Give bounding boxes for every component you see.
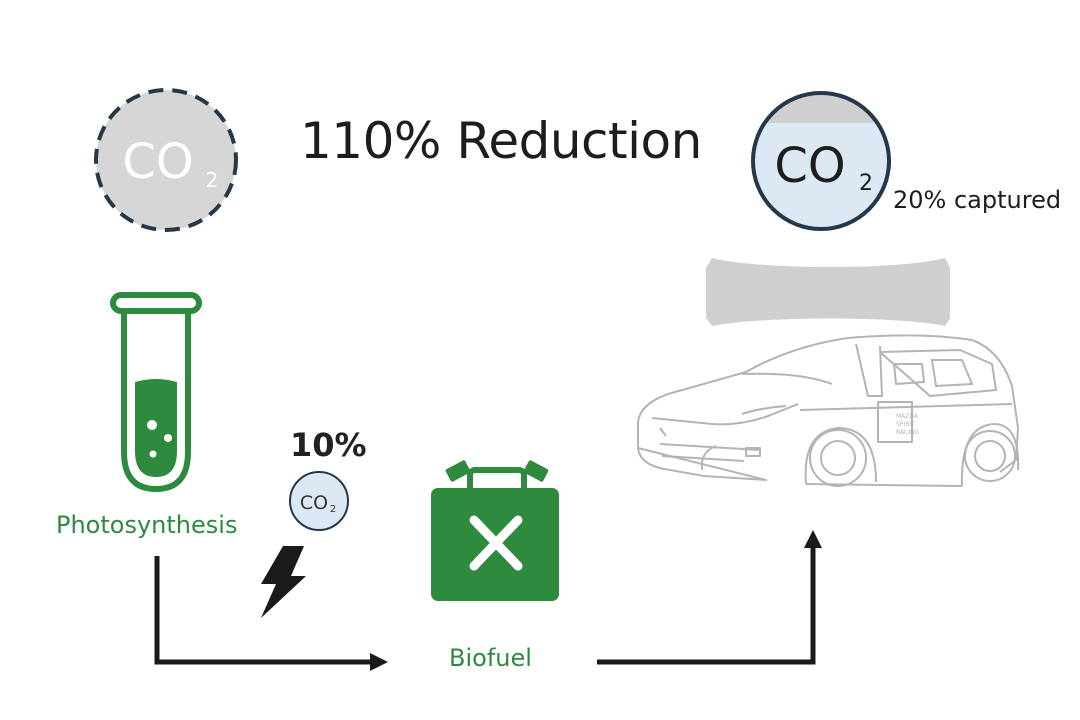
co2-captured-circle-icon: CO 2 [751,91,891,231]
captured-label: 20% captured [893,186,1062,214]
flow-arrow-to-biofuel [154,556,388,671]
test-tube-icon [110,292,202,493]
co2-dashed-label: CO [122,134,193,190]
photosynthesis-label: Photosynthesis [56,511,238,539]
car-icon [637,334,1020,487]
co2-dashed-circle-icon: CO 2 [94,88,238,232]
lightning-bolt-icon [261,546,306,618]
filter-capsule-icon [706,258,950,326]
emission-percent-label: 10% [290,426,367,464]
co2-dashed-subscript: 2 [206,168,219,192]
co2-captured-label: CO [774,138,845,194]
co2-small-label: CO [300,492,328,514]
car-badge-line-2: SPIRIT [896,421,915,428]
car-badge-line-3: RACING [896,429,919,436]
headline-reduction: 110% Reduction [300,112,702,170]
flow-arrow-to-car [597,530,822,665]
car-badge: MAZDA SPIRIT RACING [896,413,919,436]
co2-small-circle-icon: CO 2 [289,471,349,531]
car-badge-line-1: MAZDA [896,413,919,420]
co2-captured-subscript: 2 [859,171,873,196]
biofuel-label: Biofuel [449,644,532,672]
captured-level-fill [753,93,889,123]
co2-small-subscript: 2 [330,504,336,515]
fuel-can-icon [431,460,559,601]
